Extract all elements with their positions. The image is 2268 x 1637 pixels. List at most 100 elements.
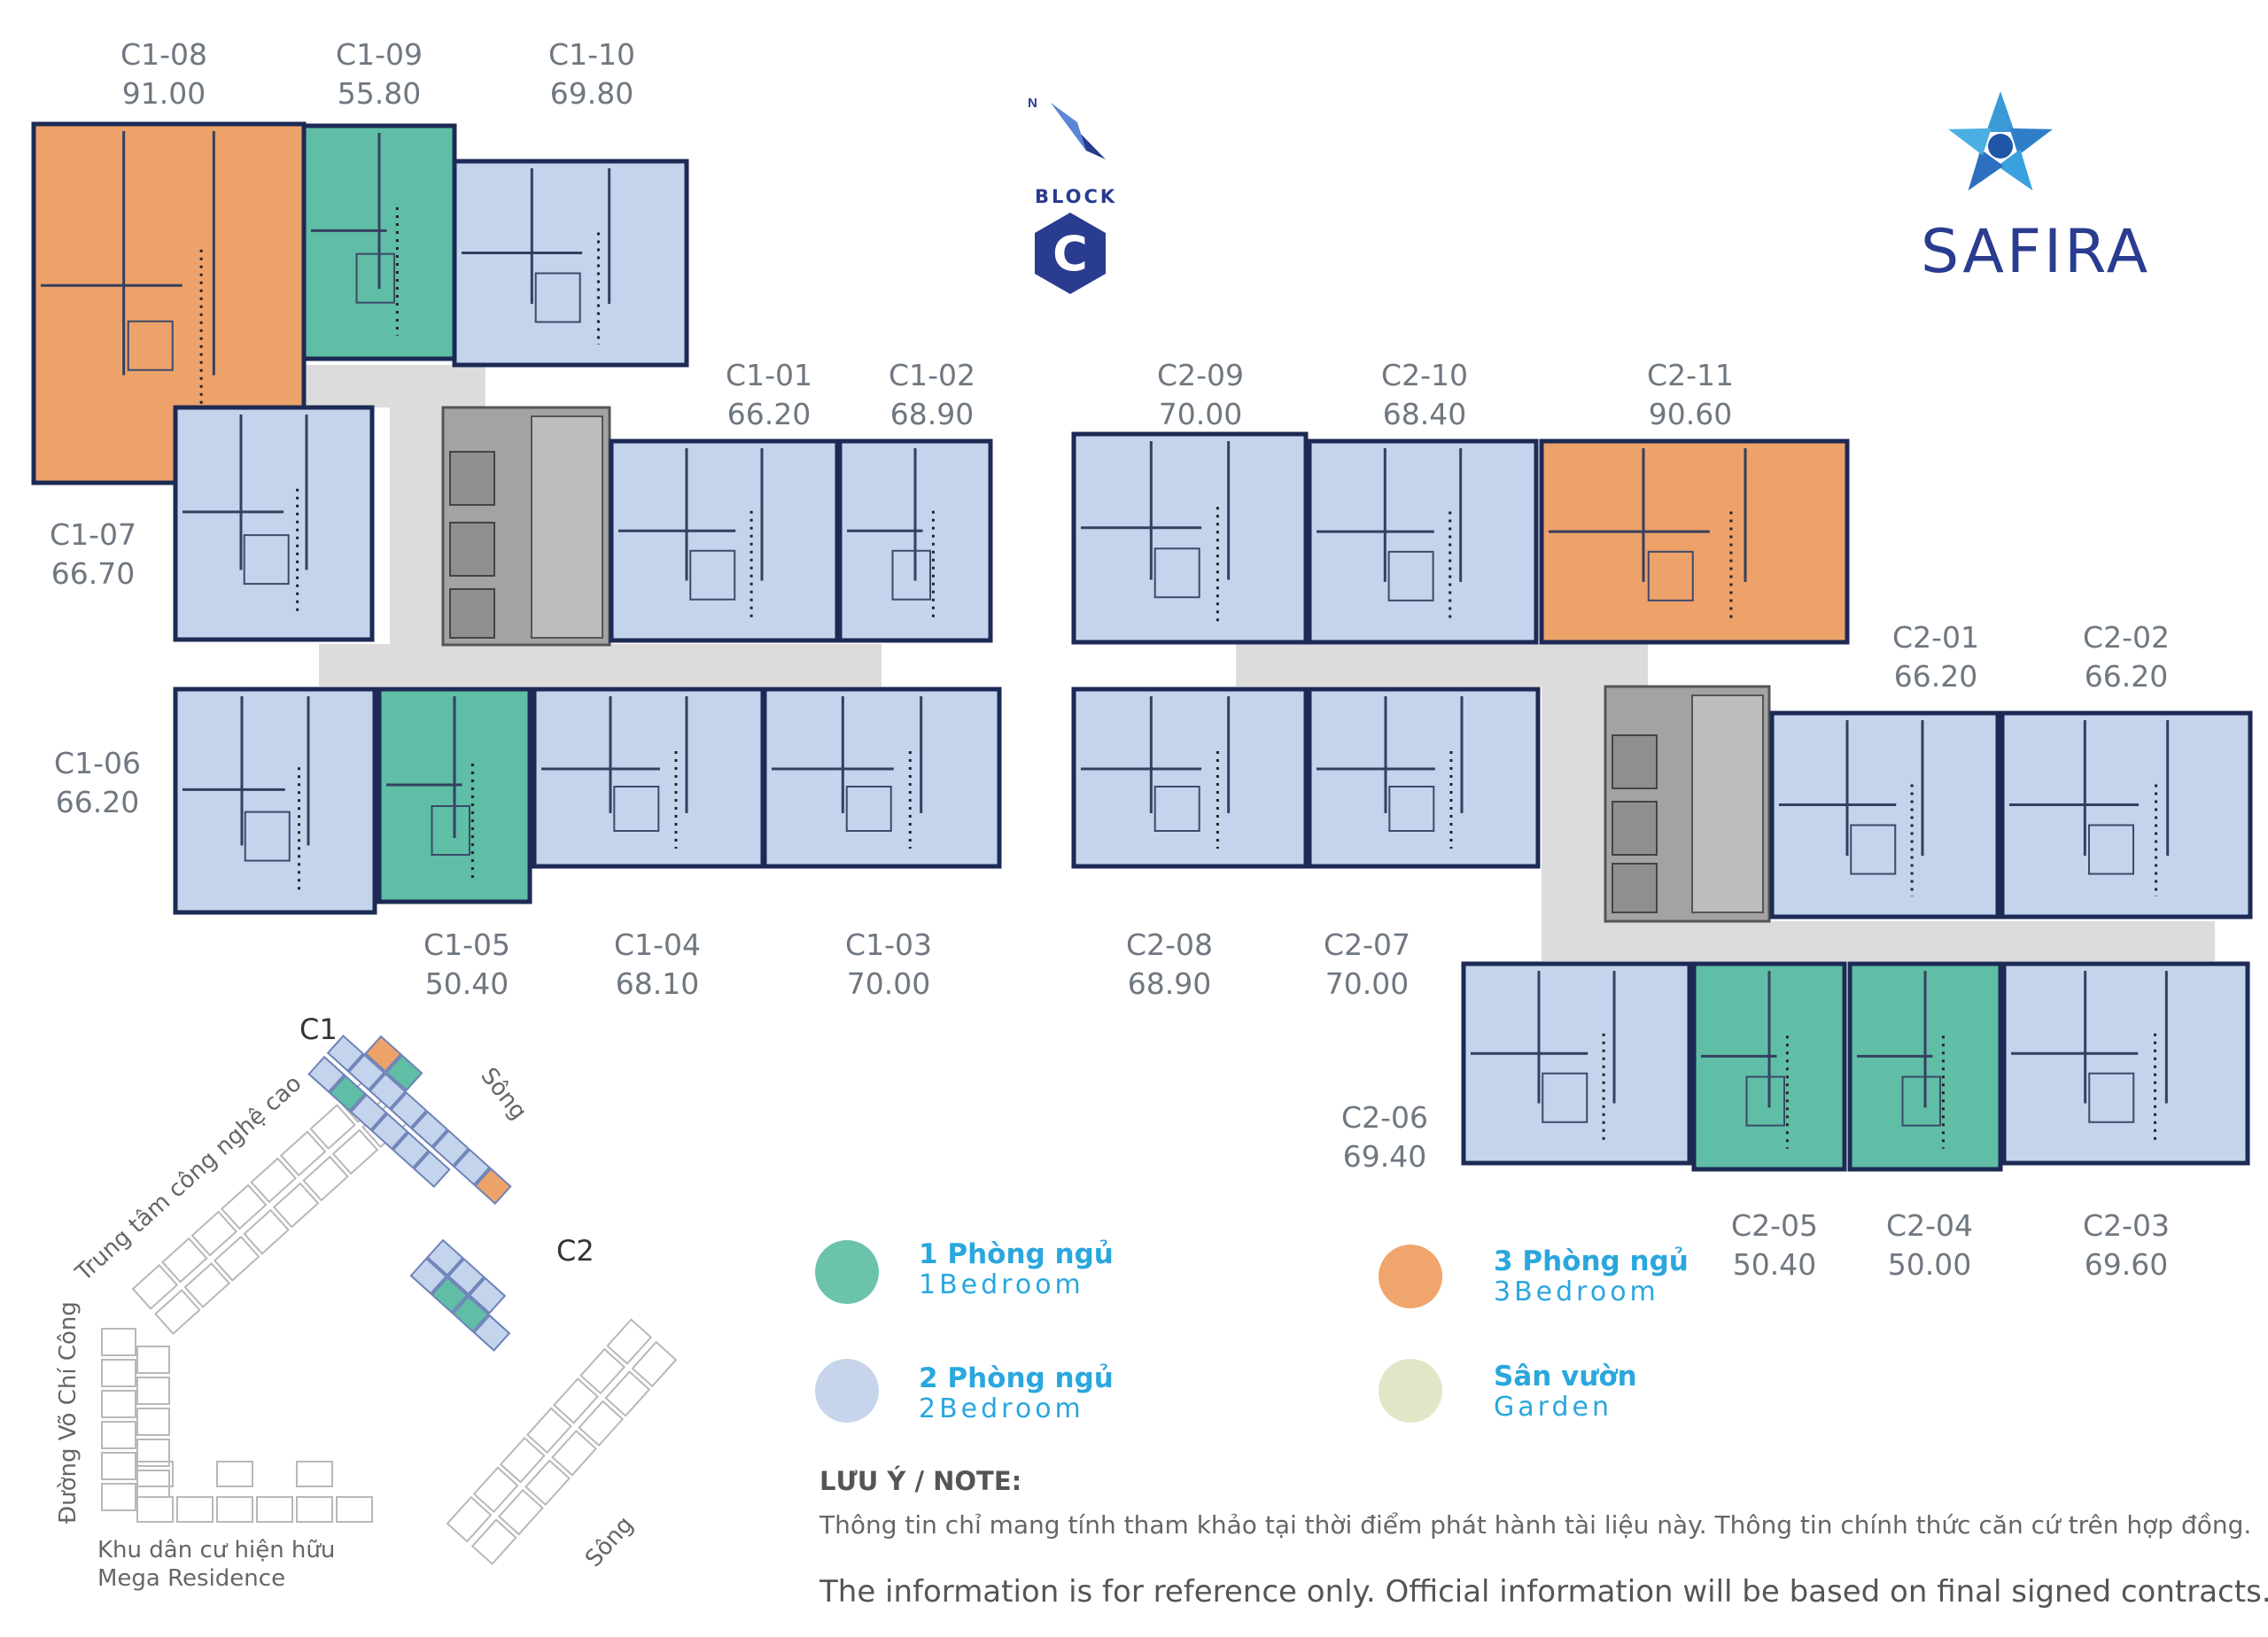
unit-c2-06[interactable] [1461, 961, 1692, 1166]
unit-c1-02[interactable] [837, 438, 993, 643]
unit-c2-11[interactable] [1539, 438, 1850, 645]
unit-c1-10[interactable] [452, 159, 689, 368]
unit-area: 66.70 [50, 556, 136, 591]
unit-area: 69.40 [1342, 1139, 1427, 1174]
unit-code: C2-07 [1324, 927, 1410, 962]
unit-area: 50.00 [1887, 1247, 1972, 1282]
unit-bathroom [244, 811, 291, 862]
unit-bathroom [355, 252, 395, 304]
corridor-main-east [1236, 644, 1648, 687]
unit-label-c1-06: C1-06 66.20 [0, 744, 195, 822]
unit-area: 66.20 [726, 397, 812, 431]
legend-swatch-1br [815, 1240, 879, 1304]
unit-area-c1-04[interactable] [532, 687, 765, 869]
block-c-letter: C [1052, 226, 1088, 282]
unit-area-c2-03[interactable] [2001, 961, 2250, 1166]
site-existing-blocks-diagonal [131, 1077, 408, 1335]
block-c-badge: C [1035, 213, 1106, 294]
unit-code: C2-02 [2083, 620, 2170, 655]
core-c2-lift-3 [1612, 863, 1658, 913]
unit-bathroom [127, 320, 174, 371]
unit-area-c1-06[interactable] [173, 687, 377, 915]
unit-c2-05[interactable] [1691, 961, 1847, 1172]
legend-swatch-3br [1379, 1245, 1442, 1308]
safira-logo-icon [1948, 91, 2053, 191]
unit-code: C1-10 [548, 37, 635, 72]
unit-c1-06[interactable] [173, 687, 377, 915]
unit-bathroom [1850, 824, 1897, 875]
unit-area-c1-10[interactable] [452, 159, 689, 368]
unit-c2-08[interactable] [1071, 687, 1309, 869]
legend-swatch-garden [1379, 1359, 1442, 1423]
site-map [101, 1077, 678, 1565]
unit-c1-04[interactable] [532, 687, 765, 869]
unit-code: C1-07 [50, 517, 136, 552]
unit-area-c2-06[interactable] [1461, 961, 1692, 1166]
unit-bathroom [1388, 786, 1435, 832]
unit-area: 66.20 [55, 785, 140, 819]
legend-label-1br-vn: 1 Phòng ngủ [919, 1238, 1114, 1270]
unit-bathroom [431, 805, 470, 856]
unit-area-c2-11[interactable] [1539, 438, 1850, 645]
unit-c2-01[interactable] [1769, 710, 2000, 919]
note-vietnamese: Thông tin chỉ mang tính tham khảo tại th… [819, 1510, 2252, 1540]
unit-area-c2-09[interactable] [1071, 431, 1309, 645]
unit-area: 68.90 [889, 397, 975, 431]
unit-c2-03[interactable] [2001, 961, 2250, 1166]
unit-c2-04[interactable] [1847, 961, 2003, 1172]
unit-code: C1-01 [726, 358, 812, 392]
unit-area-c2-01[interactable] [1769, 710, 2000, 919]
unit-bathroom [1647, 550, 1694, 601]
unit-bathroom [1542, 1072, 1588, 1123]
unit-c2-02[interactable] [2000, 710, 2253, 919]
unit-c2-07[interactable] [1307, 687, 1541, 869]
site-existing-blocks-east [446, 1318, 678, 1565]
north-label: N [1028, 96, 1037, 111]
unit-c1-03[interactable] [762, 687, 1002, 869]
legend-label-garden-vn: Sân vườn [1494, 1361, 1637, 1393]
unit-area: 66.20 [2084, 659, 2169, 694]
corridor-main-west [319, 644, 882, 687]
core-c1-stair [531, 415, 603, 639]
unit-area-c2-08[interactable] [1071, 687, 1309, 869]
unit-code: C1-06 [54, 746, 141, 780]
service-cores [441, 406, 1771, 923]
unit-area: 91.00 [121, 76, 206, 111]
unit-area-c1-01[interactable] [609, 438, 840, 643]
unit-bathroom [534, 272, 581, 323]
legend-swatch-2br [815, 1359, 879, 1423]
unit-area-c2-10[interactable] [1307, 438, 1539, 645]
unit-area-c2-07[interactable] [1307, 687, 1541, 869]
unit-bathroom [1153, 786, 1200, 832]
unit-c1-05[interactable] [377, 687, 532, 904]
legend-label-3br-en: 3Bedroom [1494, 1276, 1659, 1307]
unit-c2-09[interactable] [1071, 431, 1309, 645]
site-label-c1: C1 [299, 1012, 338, 1046]
unit-code: C2-08 [1126, 927, 1213, 962]
unit-code: C2-11 [1647, 358, 1734, 392]
corridor-c2-vertical [1542, 687, 1605, 961]
core-c2-lift-2 [1612, 801, 1658, 856]
unit-c2-10[interactable] [1307, 438, 1539, 645]
unit-bathroom [243, 534, 290, 586]
unit-c1-01[interactable] [609, 438, 840, 643]
unit-c1-07[interactable] [173, 405, 375, 642]
unit-area-c1-03[interactable] [762, 687, 1002, 869]
unit-bathroom [1387, 550, 1434, 601]
unit-c1-09[interactable] [301, 123, 457, 361]
unit-code: C2-09 [1157, 358, 1244, 392]
unit-area-c2-02[interactable] [2000, 710, 2253, 919]
site-label-c2: C2 [556, 1234, 594, 1268]
unit-bathroom [689, 549, 736, 601]
unit-area-c1-07[interactable] [173, 405, 375, 642]
unit-area: 50.40 [1732, 1247, 1817, 1282]
unit-code: C1-02 [889, 358, 975, 392]
